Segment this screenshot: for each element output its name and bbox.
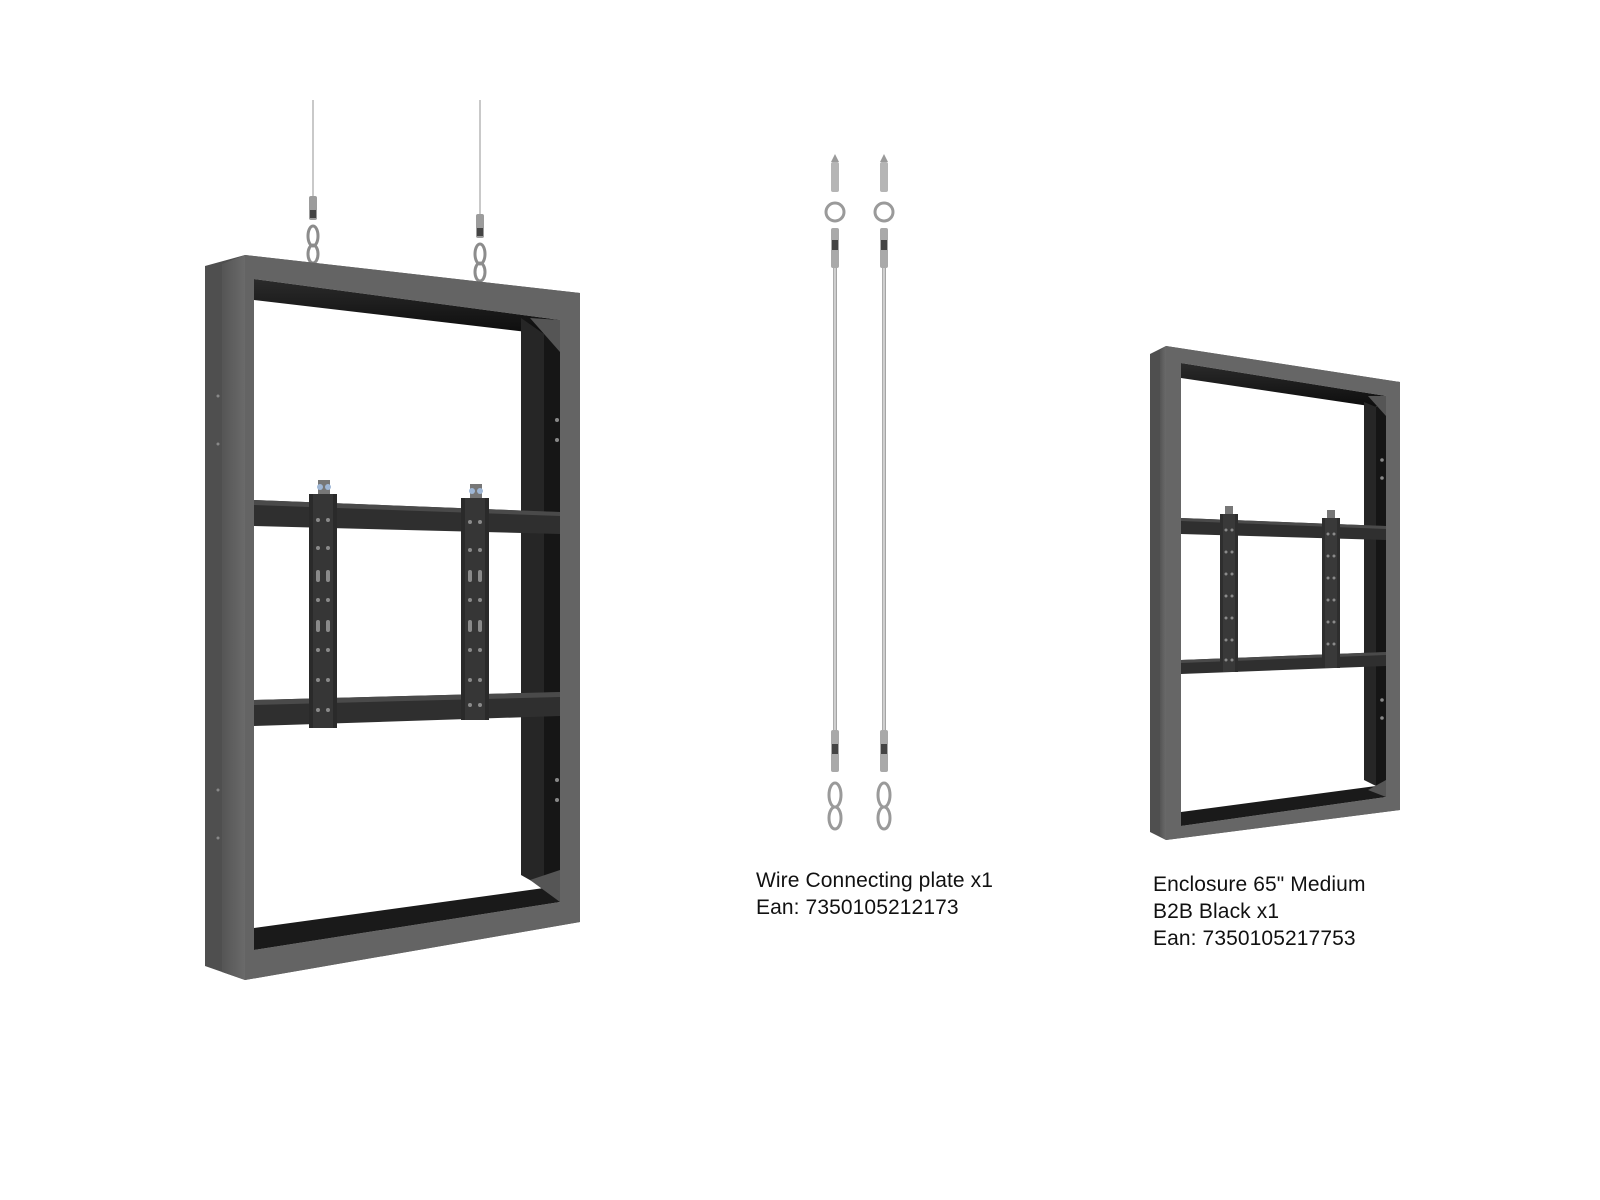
wire-kit-caption: Wire Connecting plate x1 Ean: 7350105212… (756, 867, 993, 921)
enclosure-name-line2: B2B Black x1 (1153, 900, 1280, 923)
hanging-enclosure (205, 100, 580, 980)
suspension-wire-right (473, 100, 487, 283)
suspension-wire-left (306, 100, 320, 265)
enclosure-bracket-right (1322, 510, 1340, 668)
wire-assembly-right (873, 154, 895, 831)
vesa-bracket-left (309, 480, 337, 728)
wire-kit-name: Wire Connecting plate x1 (756, 869, 994, 892)
enclosure-ean: Ean: 7350105217753 (1153, 927, 1356, 950)
enclosure-bracket-left (1220, 506, 1238, 672)
wire-kit (824, 154, 895, 831)
wire-assembly-left (824, 154, 846, 831)
vesa-bracket-right (461, 484, 489, 720)
enclosure-65-medium (1150, 346, 1400, 840)
enclosure-name-line1: Enclosure 65" Medium (1153, 873, 1366, 896)
wire-kit-ean: Ean: 7350105212173 (756, 896, 959, 919)
enclosure-caption: Enclosure 65" Medium B2B Black x1 Ean: 7… (1153, 871, 1366, 952)
